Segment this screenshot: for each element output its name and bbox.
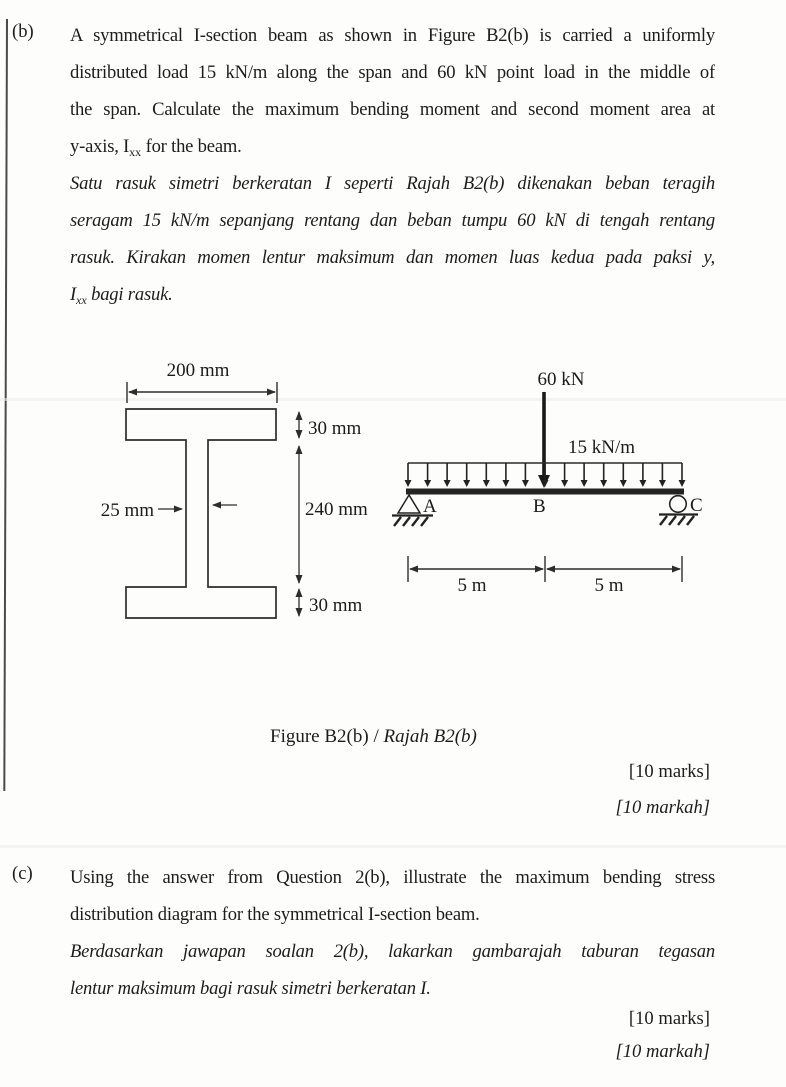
- ixx-subscript: xx: [76, 293, 87, 307]
- udl-arrows: [404, 463, 686, 487]
- isection-outline: [125, 408, 277, 619]
- part-b-en-line-3: the span. Calculate the maximum bending …: [70, 99, 715, 120]
- figure-caption: Figure B2(b) / Rajah B2(b): [270, 726, 477, 748]
- support-a-label: A: [423, 496, 437, 517]
- part-b-ms-line-4: Ixx bagi rasuk.: [70, 280, 715, 317]
- midspan-label: B: [533, 496, 546, 517]
- left-span-label: 5 m: [457, 575, 486, 596]
- bottom-flange-label: 30 mm: [309, 595, 363, 616]
- part-c-marks-en: [10 marks]: [628, 1008, 710, 1029]
- part-b-ms-line-3: rasuk. Kirakan momen lentur maksimum dan…: [70, 247, 715, 268]
- part-c-marks-ms: [10 markah]: [615, 1041, 710, 1062]
- part-b-text: A symmetrical I-section beam as shown in…: [70, 21, 715, 317]
- part-b-ms-line-2: seragam 15 kN/m sepanjang rentang dan be…: [70, 210, 715, 231]
- part-c-en-line-2: distribution diagram for the symmetrical…: [70, 904, 480, 925]
- isection-diagram: 200 mm 30 mm 240 mm 30 mm 25 mm: [101, 360, 368, 619]
- web-thickness-label: 25 mm: [101, 500, 155, 521]
- part-b-marks-en: [10 marks]: [628, 761, 710, 782]
- scan-artifact-band: [0, 845, 786, 848]
- part-b-marks-ms: [10 markah]: [615, 797, 710, 818]
- right-span-label: 5 m: [594, 575, 623, 596]
- part-b-ms-line-1: Satu rasuk simetri berkeratan I seperti …: [70, 173, 715, 194]
- part-c-label: (c): [12, 863, 33, 884]
- figure-svg: 200 mm 30 mm 240 mm 30 mm 25 mm 60: [101, 360, 703, 619]
- udl-label: 15 kN/m: [568, 437, 635, 458]
- roller-support-c: [659, 494, 698, 526]
- en-last-post: for the beam.: [141, 136, 242, 157]
- part-c-en-line-1: Using the answer from Question 2(b), ill…: [70, 867, 715, 888]
- span-dimensions: [407, 556, 683, 582]
- ixx-subscript: xx: [129, 145, 142, 159]
- beam-diagram: 60 kN 15 kN/m: [392, 369, 703, 596]
- pin-support-a: [392, 493, 433, 527]
- scan-artifact-band: [0, 398, 786, 401]
- part-c-ms-line-1: Berdasarkan jawapan soalan 2(b), lakarka…: [70, 941, 715, 962]
- part-c-text: Using the answer from Question 2(b), ill…: [70, 863, 715, 1011]
- caption-separator: /: [368, 726, 384, 747]
- web-height-label: 240 mm: [305, 499, 368, 520]
- part-b-en-line-4: y-axis, Ixx for the beam.: [70, 132, 715, 169]
- figure-b2b: 200 mm 30 mm 240 mm 30 mm 25 mm 60: [0, 330, 786, 630]
- part-c-ms-line-2: lentur maksimum bagi rasuk simetri berke…: [70, 978, 431, 999]
- part-b-en-line-2: distributed load 15 kN/m along the span …: [70, 62, 715, 83]
- part-b-label: (b): [12, 21, 34, 42]
- ms-last-post: bagi rasuk.: [86, 284, 173, 305]
- isection-width-label: 200 mm: [167, 360, 230, 381]
- en-last-pre: y-axis, I: [70, 136, 130, 157]
- caption-ms: Rajah B2(b): [383, 726, 477, 747]
- point-load-label: 60 kN: [538, 369, 585, 390]
- top-flange-label: 30 mm: [308, 418, 362, 439]
- part-b-en-line-1: A symmetrical I-section beam as shown in…: [70, 25, 715, 46]
- beam-bar: [406, 488, 684, 495]
- support-c-label: C: [690, 495, 703, 516]
- ms-last-pre: I: [70, 284, 76, 305]
- caption-en: Figure B2(b): [270, 726, 369, 747]
